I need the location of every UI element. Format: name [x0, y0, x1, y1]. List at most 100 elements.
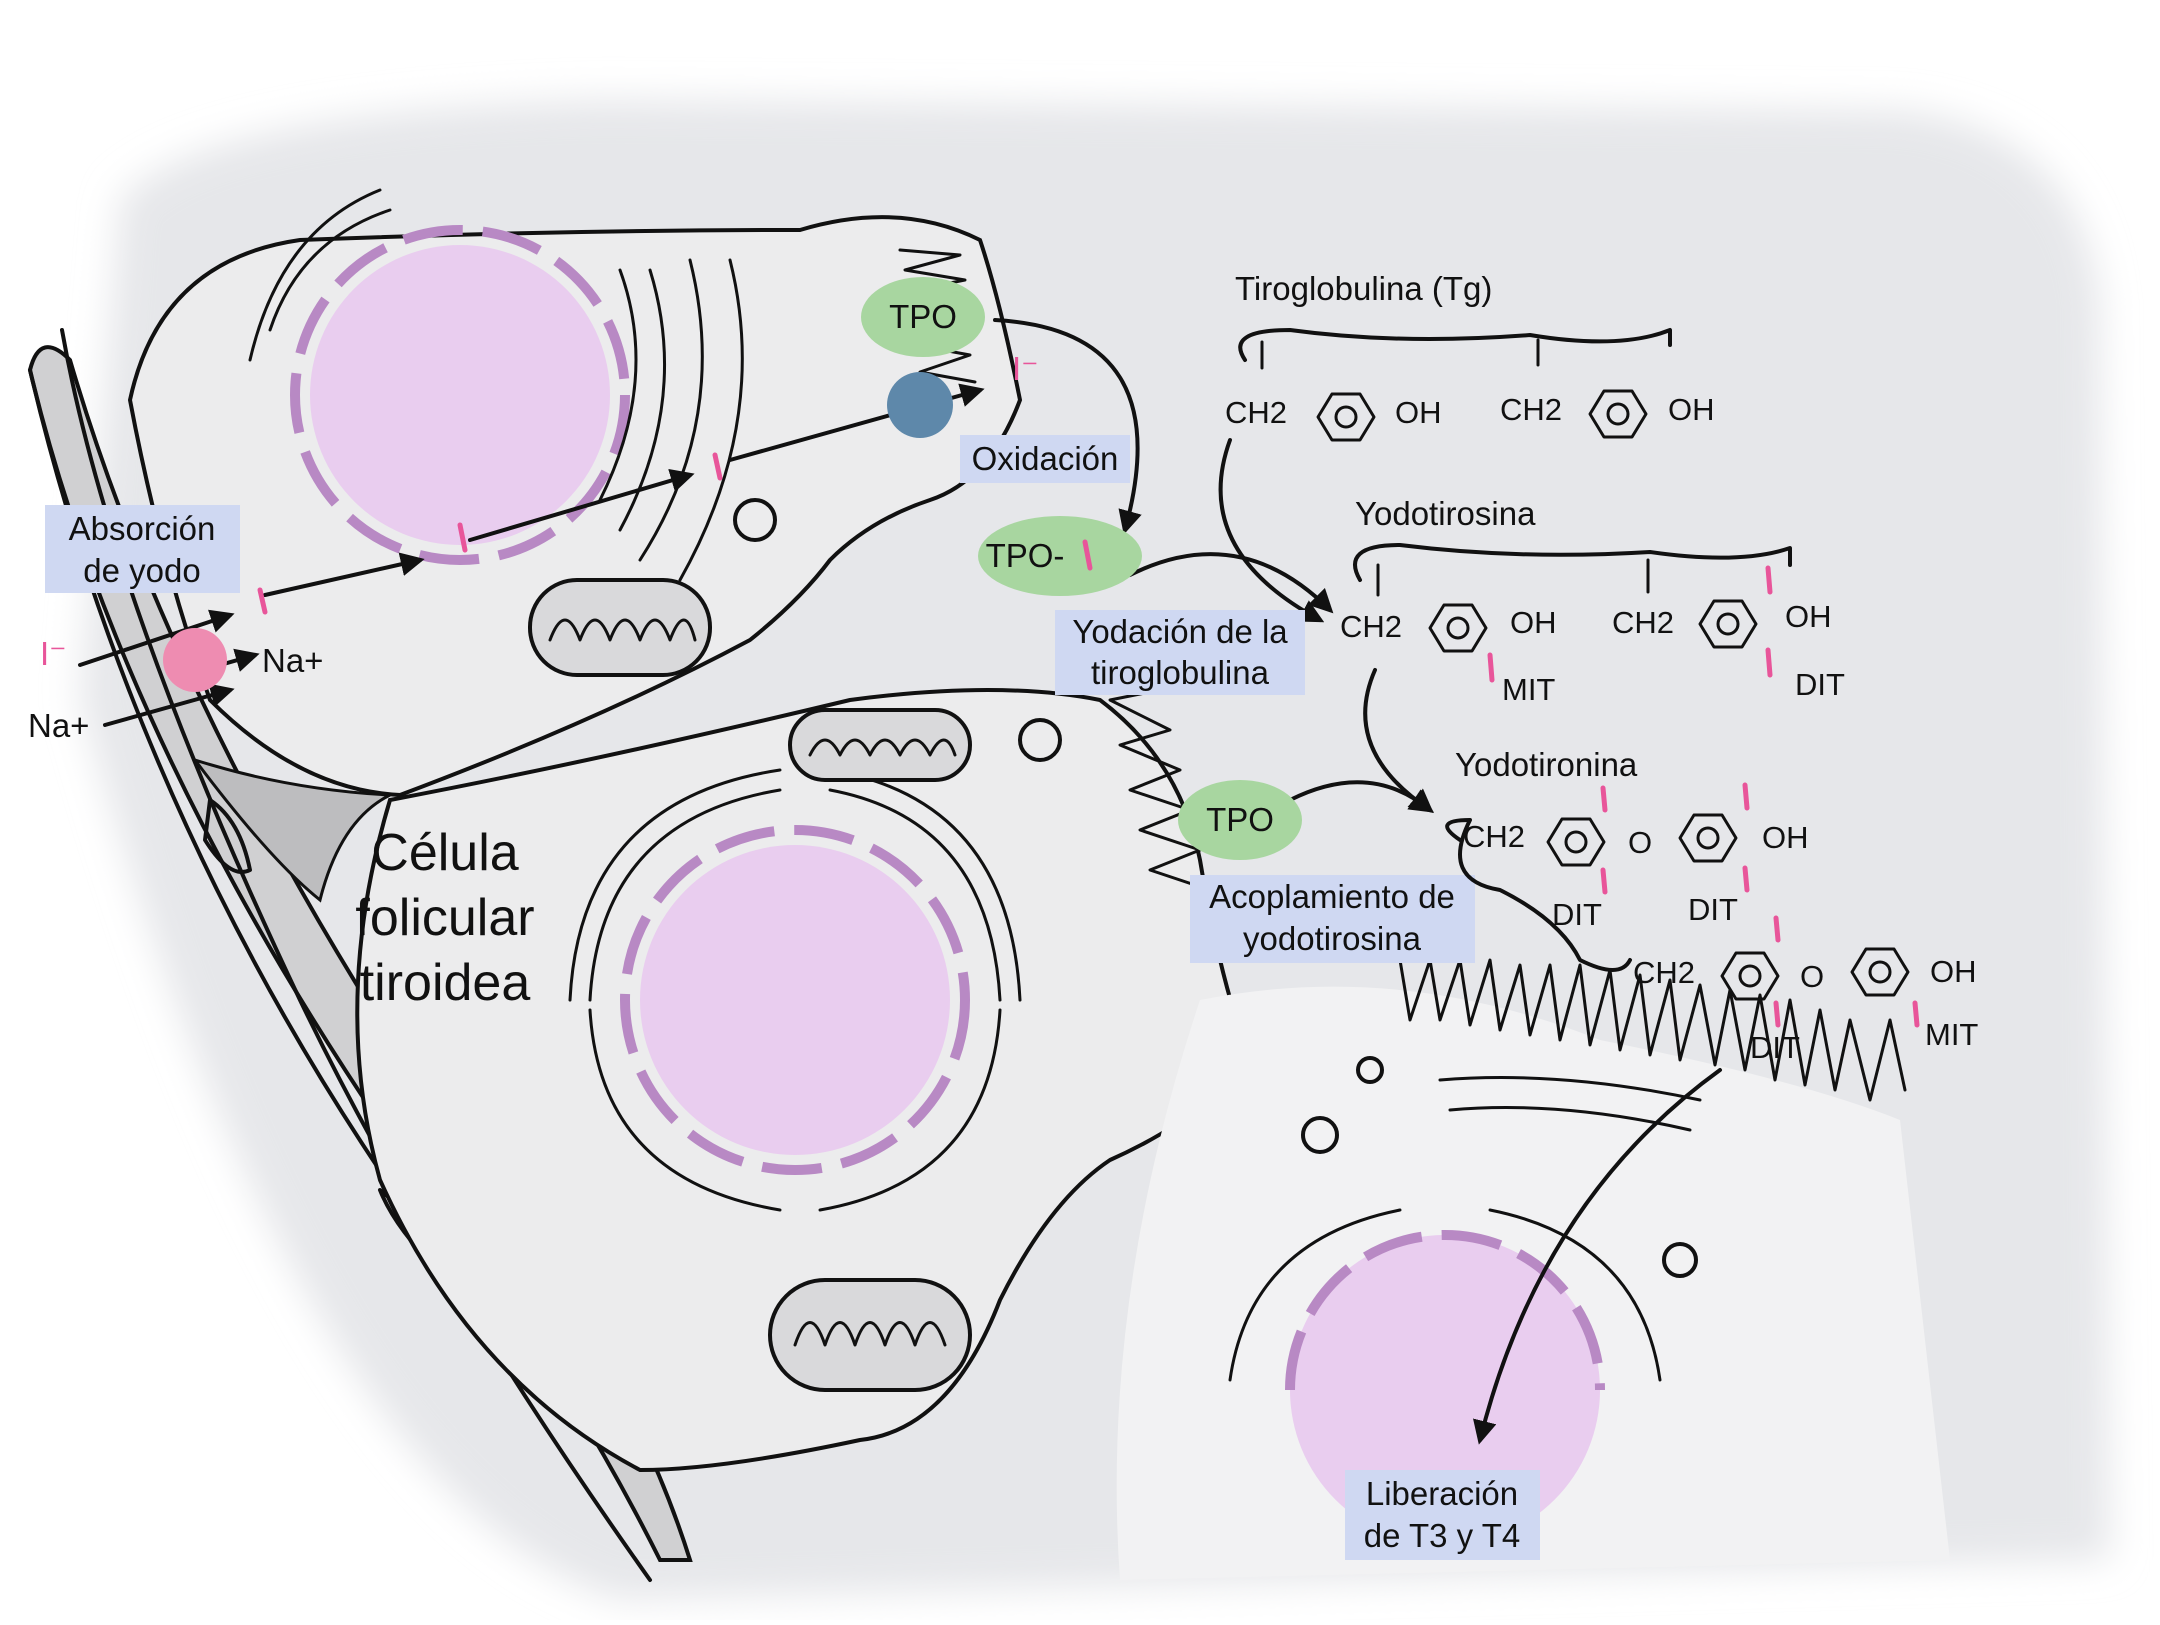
tg-oh-1: OH [1395, 395, 1442, 430]
iodide-intracellular-arrow-2 [468, 468, 695, 542]
ytr-ch2-1: CH2 [1463, 819, 1525, 854]
yt-mit-label: MIT [1502, 672, 1555, 707]
yt-oh-2: OH [1785, 599, 1832, 634]
ytr-o-1: O [1628, 825, 1652, 860]
mitochondrion-middle [788, 708, 972, 782]
ytr-mit-label: MIT [1925, 1017, 1978, 1052]
absorption-box [45, 505, 240, 593]
endoplasmic-reticulum [248, 188, 1702, 1382]
ytr-ring-2 [1678, 813, 1738, 863]
yt-backbone [1353, 543, 1792, 582]
ytr-dit-label-1: DIT [1552, 897, 1602, 932]
nuclear-envelope-lower [620, 825, 970, 1175]
vesicle-5 [1356, 1056, 1384, 1084]
dit-iodine-mark-1 [1765, 565, 1773, 595]
interstitial-wedge [190, 757, 396, 903]
vesicle-1 [733, 498, 777, 542]
tg-ch2-2: CH2 [1500, 392, 1562, 427]
tg-oh-2: OH [1668, 392, 1715, 427]
release-box [1345, 1470, 1540, 1560]
ytr-iodine-7 [1912, 1000, 1920, 1028]
vesicle-2 [1018, 718, 1062, 762]
na-outside-label: Na+ [28, 707, 89, 744]
ytr-dit-label-2: DIT [1688, 892, 1738, 927]
vessel-lumen-1 [203, 798, 252, 874]
tg-to-yt-arrow [1218, 438, 1325, 623]
ytr-iodine-5 [1773, 915, 1781, 943]
nucleus-upper [310, 245, 610, 545]
tpo-top-label: TPO [889, 298, 957, 335]
iodide-mark-1 [257, 587, 268, 615]
ytr-ring-1 [1546, 817, 1606, 867]
ytr-oh-2: OH [1930, 954, 1977, 989]
mitochondrion-lower [768, 1278, 972, 1392]
iodination-line-1: Yodación de la [1072, 613, 1288, 650]
tpo-complex-label: TPO- [986, 537, 1065, 574]
iodide-uptake-arrow [78, 609, 235, 667]
iodination-arrow [1128, 552, 1334, 614]
yt-ch2-1: CH2 [1340, 609, 1402, 644]
apical-microvilli-right [1398, 958, 1907, 1102]
ytr-iodine-2 [1600, 867, 1608, 895]
iodination-box [1055, 610, 1305, 695]
nis-transporter [163, 628, 227, 692]
ytr-iodine-6 [1773, 1000, 1781, 1028]
cell-name-line-3: tiroidea [360, 954, 531, 1012]
tpo-top-enzyme [861, 277, 985, 357]
tpo-bottom-label: TPO [1206, 801, 1274, 838]
pendrin-channel [887, 372, 953, 438]
nuclear-envelope-bottom-right [1285, 1230, 1605, 1391]
ytr-title: Yodotironina [1455, 746, 1638, 783]
absorption-line-2: de yodo [83, 552, 200, 589]
ytr-oh-1: OH [1762, 820, 1809, 855]
yt-ch2-2: CH2 [1612, 605, 1674, 640]
tpo-bottom-enzyme [1178, 780, 1302, 860]
na-out-arrow [103, 683, 235, 727]
tpo-complex-enzyme [978, 516, 1142, 596]
vesicle-4 [1662, 1242, 1698, 1278]
oxidation-box [960, 435, 1130, 483]
iodide-mark-3 [712, 452, 723, 481]
nucleus-lower [640, 845, 950, 1155]
iodide-intracellular-arrow-1 [263, 552, 425, 597]
yt-ring-dit [1698, 599, 1758, 649]
ytr-ring-3 [1720, 951, 1780, 1001]
iodide-outside: I⁻ [40, 635, 67, 672]
iodination-line-2: tiroglobulina [1091, 654, 1270, 691]
ytr-iodine-1 [1600, 785, 1608, 813]
yt-title: Yodotirosina [1355, 495, 1536, 532]
ytr-iodine-4 [1742, 865, 1750, 893]
coupling-line-1: Acoplamiento de [1209, 878, 1455, 915]
ytr-iodine-3 [1742, 782, 1750, 811]
tg-ring-1 [1316, 392, 1376, 442]
cell-name-line-2: folicular [355, 889, 534, 947]
tg-ch2-1: CH2 [1225, 395, 1287, 430]
iodide-cytoplasm: I⁻ [1012, 350, 1039, 387]
tg-ring-2 [1588, 389, 1648, 439]
coupling-line-2: yodotirosina [1243, 920, 1422, 957]
nuclear-envelope-upper [290, 225, 630, 565]
ytr-ring-4 [1850, 947, 1910, 997]
yt-ring-mit [1428, 603, 1488, 653]
oxidation-label: Oxidación [972, 440, 1119, 477]
ytr-ch2-2: CH2 [1633, 955, 1695, 990]
na-inside-label: Na+ [262, 642, 323, 679]
mitochondrion-upper [528, 578, 712, 677]
apical-microvilli-mid [1098, 648, 1212, 892]
vesicle-3 [1301, 1116, 1339, 1154]
release-line-2: de T3 y T4 [1364, 1517, 1521, 1554]
mit-iodine-mark [1487, 652, 1495, 683]
ytr-backbone [1445, 818, 1632, 972]
release-line-1: Liberación [1366, 1475, 1518, 1512]
yt-to-ytr-arrow [1363, 668, 1434, 813]
iodide-mark-tpo [1082, 539, 1093, 571]
oxidation-arrow [993, 318, 1142, 535]
iodide-mark-2 [457, 522, 468, 553]
dit-iodine-mark-2 [1765, 647, 1773, 678]
yt-dit-label: DIT [1795, 667, 1845, 702]
yt-oh-1: OH [1510, 605, 1557, 640]
ytr-o-2: O [1800, 959, 1824, 994]
release-arrow [1473, 1068, 1722, 1445]
